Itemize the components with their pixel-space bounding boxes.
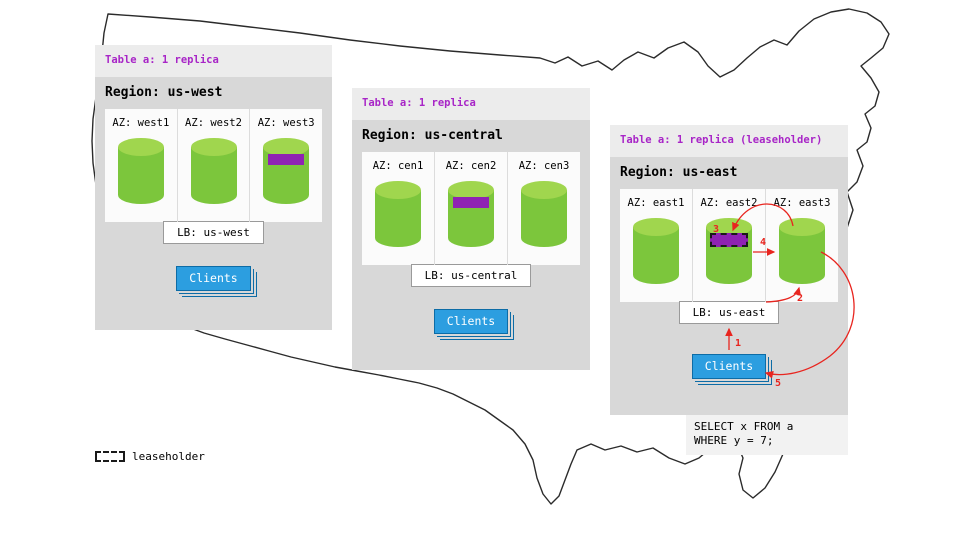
database-cylinder xyxy=(633,218,679,284)
cylinder-top xyxy=(375,181,421,199)
cylinder-top xyxy=(779,218,825,236)
az-box-us-west: AZ: west1 AZ: west2 AZ xyxy=(105,109,322,222)
cylinder-top xyxy=(448,181,494,199)
sql-query-box: SELECT x FROM a WHERE y = 7; xyxy=(686,415,848,455)
cylinder-top xyxy=(117,138,164,156)
az-label: AZ: cen1 xyxy=(372,160,424,172)
cylinder-top xyxy=(521,181,567,199)
database-cylinder xyxy=(448,181,494,247)
database-cylinder xyxy=(263,138,310,204)
panel-body-us-west: Region: us-west AZ: west1 AZ: west2 xyxy=(95,77,332,291)
load-balancer-us-west: LB: us-west xyxy=(163,221,264,244)
database-cylinder xyxy=(190,138,237,204)
az-label: AZ: west2 xyxy=(185,117,242,129)
table-replica-label: Table a: 1 replica xyxy=(362,97,476,109)
az-column-east3: AZ: east3 xyxy=(765,189,838,302)
sql-line-1: SELECT x FROM a xyxy=(694,420,794,433)
region-title: Region: us-east xyxy=(620,165,738,180)
az-column-cen3: AZ: cen3 xyxy=(507,152,580,265)
panel-body-us-east: Region: us-east AZ: east1 AZ: east2 xyxy=(610,157,848,379)
load-balancer-us-east: LB: us-east xyxy=(678,301,780,324)
az-label: AZ: west3 xyxy=(257,117,315,129)
cylinder-top xyxy=(633,218,679,236)
az-label: AZ: east3 xyxy=(773,197,831,209)
az-column-cen1: AZ: cen1 xyxy=(362,152,434,265)
panel-header-us-west: Table a: 1 replica xyxy=(95,45,332,77)
database-cylinder xyxy=(521,181,567,247)
az-label: AZ: east2 xyxy=(700,197,758,209)
panel-header-us-east: Table a: 1 replica (leaseholder) xyxy=(610,125,848,157)
region-title: Region: us-west xyxy=(105,85,223,100)
clients-box-us-west: Clients xyxy=(176,266,251,291)
legend-label: leaseholder xyxy=(132,450,205,463)
replica-band xyxy=(453,197,489,208)
az-column-west2: AZ: west2 xyxy=(176,109,250,222)
database-cylinder xyxy=(779,218,825,284)
az-column-west1: AZ: west1 xyxy=(105,109,177,222)
region-title: Region: us-central xyxy=(362,128,503,143)
leaseholder-legend: leaseholder xyxy=(95,450,205,463)
panel-header-us-central: Table a: 1 replica xyxy=(352,88,590,120)
az-label: AZ: east1 xyxy=(627,197,685,209)
load-balancer-us-central: LB: us-central xyxy=(410,264,532,287)
az-label: AZ: west1 xyxy=(112,117,170,129)
replica-band xyxy=(268,154,305,165)
az-column-east1: AZ: east1 xyxy=(620,189,692,302)
region-panel-us-west: Table a: 1 replica Region: us-west AZ: w… xyxy=(95,45,332,330)
database-cylinder xyxy=(375,181,421,247)
az-column-cen2: AZ: cen2 xyxy=(434,152,507,265)
az-label: AZ: cen3 xyxy=(518,160,570,172)
az-column-east2: AZ: east2 xyxy=(692,189,765,302)
database-cylinder xyxy=(706,218,752,284)
table-replica-label: Table a: 1 replica xyxy=(105,54,219,66)
clients-box-us-east: Clients xyxy=(691,354,767,379)
database-cylinder xyxy=(117,138,164,204)
leaseholder-band xyxy=(710,233,748,247)
table-replica-leaseholder-label: Table a: 1 replica (leaseholder) xyxy=(620,134,823,146)
cylinder-top xyxy=(263,138,310,156)
leaseholder-swatch-icon xyxy=(95,451,125,462)
cylinder-top xyxy=(190,138,237,156)
region-panel-us-east: Table a: 1 replica (leaseholder) Region:… xyxy=(610,125,848,415)
az-column-west3: AZ: west3 xyxy=(249,109,322,222)
clients-box-us-central: Clients xyxy=(433,309,509,334)
region-panel-us-central: Table a: 1 replica Region: us-central AZ… xyxy=(352,88,590,370)
panel-body-us-central: Region: us-central AZ: cen1 AZ: cen2 xyxy=(352,120,590,334)
sql-line-2: WHERE y = 7; xyxy=(694,434,774,447)
az-box-us-central: AZ: cen1 AZ: cen2 xyxy=(362,152,580,265)
az-label: AZ: cen2 xyxy=(445,160,497,172)
az-box-us-east: AZ: east1 AZ: east2 xyxy=(620,189,838,302)
